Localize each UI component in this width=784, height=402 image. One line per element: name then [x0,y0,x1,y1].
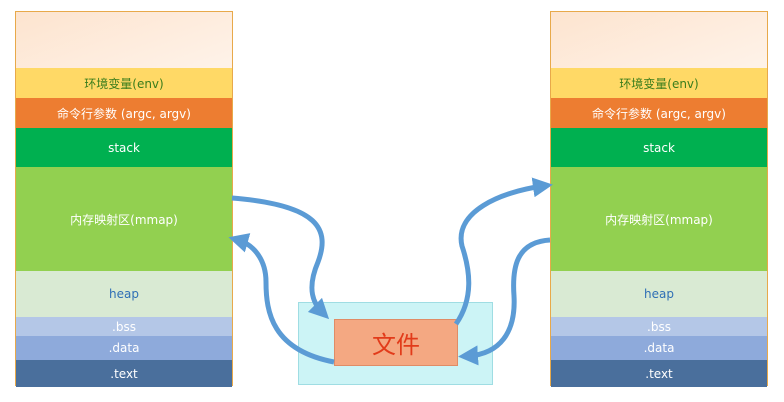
text-segment: .text [551,360,767,387]
data-segment: .data [16,336,232,360]
arrow-right-mmap-to-file [458,237,551,366]
file-node: 文件 [334,319,458,366]
stack-segment: stack [16,128,232,167]
bss-segment: .bss [16,317,232,336]
heap-segment: heap [551,271,767,317]
heap-segment: heap [16,271,232,317]
env-segment: 环境变量(env) [551,68,767,98]
stack-segment: stack [551,128,767,167]
mmap-segment: 内存映射区(mmap) [551,167,767,271]
env-segment: 环境变量(env) [16,68,232,98]
data-segment: .data [551,336,767,360]
arrow-file-to-left-mmap [228,233,335,365]
arrow-file-to-right-mmap [453,177,553,326]
left-process-memory-layout: 环境变量(env) 命令行参数 (argc, argv) stack 内存映射区… [15,11,233,387]
args-segment: 命令行参数 (argc, argv) [551,98,767,128]
mmap-segment: 内存映射区(mmap) [16,167,232,271]
text-segment: .text [16,360,232,387]
bss-segment: .bss [551,317,767,336]
arrow-left-mmap-to-file [231,195,330,320]
right-process-memory-layout: 环境变量(env) 命令行参数 (argc, argv) stack 内存映射区… [550,11,768,387]
args-segment: 命令行参数 (argc, argv) [16,98,232,128]
